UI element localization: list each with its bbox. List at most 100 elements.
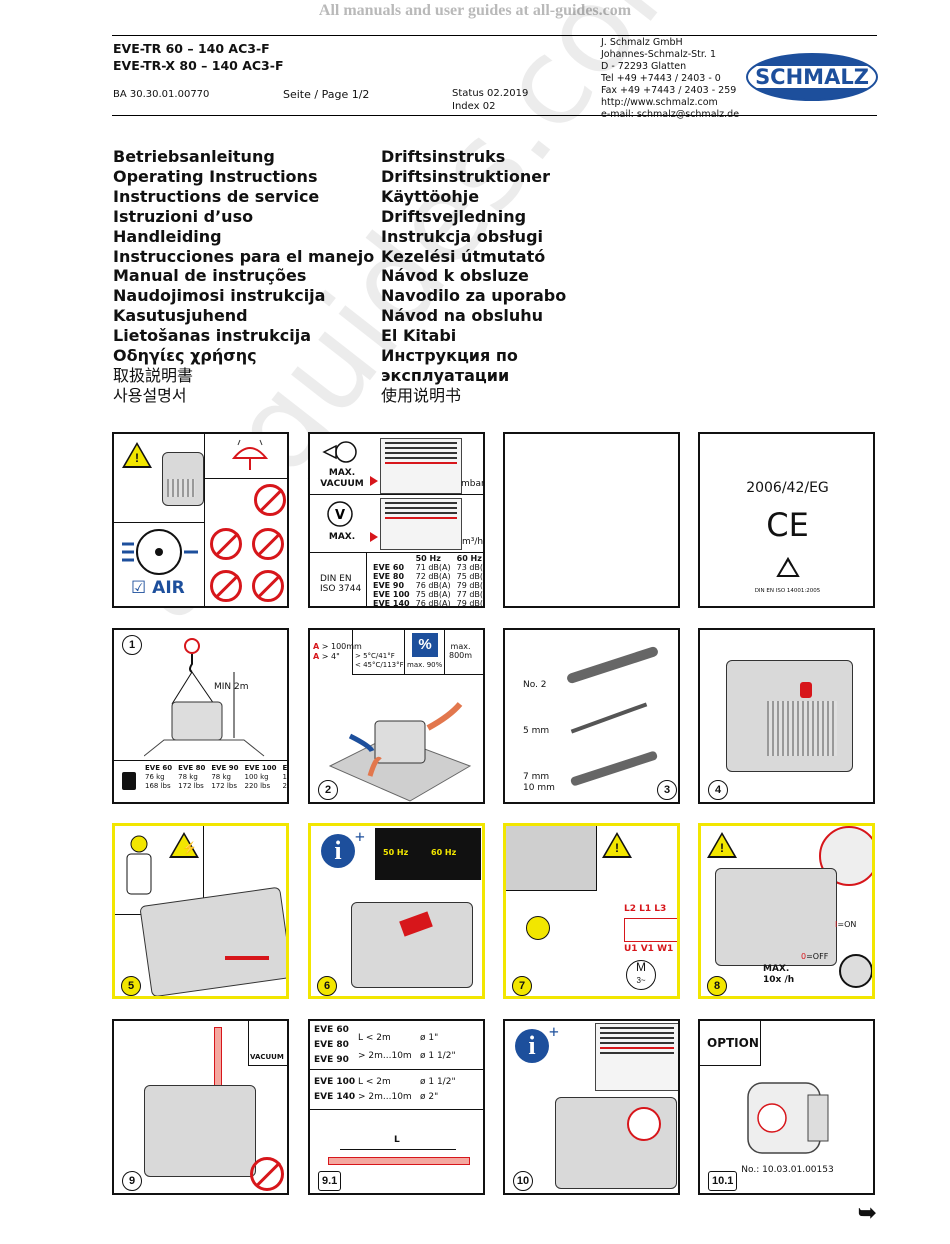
- table-cell: 76 dB(A): [415, 581, 451, 590]
- language-title: Manual de instruções: [113, 266, 307, 286]
- step-number: 1: [122, 635, 142, 655]
- pump-illustration: [162, 452, 204, 506]
- table-cell: 78 kg: [178, 773, 198, 781]
- next-page-arrow-icon[interactable]: ➥: [858, 1200, 877, 1225]
- table-header: 50 Hz: [415, 554, 441, 563]
- table-cell: EVE 60: [373, 563, 405, 572]
- installation-illustration: [328, 702, 472, 802]
- vacuum-cell: VACUUM: [248, 1021, 287, 1066]
- min-distance: MIN 2m: [214, 682, 249, 692]
- table-header: [370, 554, 413, 563]
- language-title: Käyttöohje: [381, 186, 480, 206]
- motor-phase: 3~: [636, 976, 646, 985]
- divider: [366, 552, 367, 606]
- terminal-labels-bottom: U1 V1 W1: [624, 944, 673, 954]
- pipe-diameter: ø 2": [420, 1092, 439, 1102]
- panel-9: VACUUM 9: [112, 1019, 289, 1195]
- panel-empty: [503, 432, 680, 608]
- language-title: Návod na obsluhu: [381, 306, 544, 326]
- no-toxic-icon: [210, 570, 242, 602]
- humidity-cell: % max. 90%: [404, 630, 445, 675]
- motor-nameplate: 50 Hz 60 Hz: [375, 828, 481, 880]
- language-title: 使用说明书: [381, 385, 462, 405]
- lifting-illustration: [144, 638, 265, 757]
- address-line[interactable]: http://www.schmalz.com: [601, 97, 718, 108]
- table-cell: 76 kg: [145, 773, 165, 781]
- arrow-icon: [225, 956, 269, 960]
- step-number: 5: [121, 976, 141, 996]
- on-label: I=ON: [835, 920, 857, 929]
- address-line: Johannes-Schmalz-Str. 1: [601, 49, 716, 60]
- terminal-label: V1: [640, 944, 654, 954]
- temp-high: < 45°C/113°F: [355, 661, 404, 669]
- panel-6: i+ 50 Hz 60 Hz 6: [308, 823, 485, 999]
- recycle-icon: [776, 556, 800, 577]
- pointer-arrow-icon: [370, 532, 378, 542]
- title-line-2: EVE-TR-X 80 – 140 AC3-F: [113, 58, 284, 73]
- step-number: 9.1: [318, 1171, 342, 1191]
- address-line[interactable]: e-mail: schmalz@schmalz.de: [601, 109, 739, 121]
- table-header: EVE 60: [145, 764, 173, 772]
- terminal-block: [624, 918, 677, 942]
- doc-number: BA 30.30.01.00770: [113, 89, 210, 100]
- model-label: EVE 90: [314, 1055, 349, 1065]
- schmalz-logo: SCHMALZ: [746, 53, 878, 101]
- terminal-label: L2: [624, 904, 636, 914]
- address-line: J. Schmalz GmbH: [601, 37, 683, 48]
- nameplate: [595, 1023, 678, 1091]
- directive-text: 2006/42/EG: [746, 480, 829, 496]
- panel-4: 4: [698, 628, 875, 804]
- hz50-label: 50 Hz: [383, 848, 409, 857]
- table-header: EVE 90: [211, 764, 239, 772]
- motor-illustration: [139, 886, 286, 996]
- language-title: Οδηγίες χρήσης: [113, 346, 257, 366]
- panel-ce: 2006/42/EG CE DIN EN ISO 14001:2005: [698, 432, 875, 608]
- divider: [310, 494, 483, 495]
- flow-icon: V: [327, 501, 353, 527]
- table-cell: 79 dB(A): [456, 581, 484, 590]
- ground-icon: [526, 916, 550, 940]
- divider: [310, 552, 483, 553]
- length-range: L < 2m: [358, 1077, 391, 1087]
- warning-icon: !: [122, 442, 152, 468]
- table-cell: 247 lbs: [282, 782, 288, 790]
- option-label: OPTION: [707, 1036, 759, 1050]
- umbrella-cell: [204, 434, 287, 479]
- on-text: =ON: [837, 920, 857, 929]
- vacuum-label: VACUUM: [250, 1053, 284, 1061]
- clearance-letter: A: [313, 642, 320, 651]
- info-icon: i+: [515, 1023, 559, 1063]
- terminal-box: [506, 826, 597, 891]
- info-icon: i+: [321, 828, 365, 868]
- language-title: Betriebsanleitung: [113, 147, 275, 166]
- no-hose-icon: [254, 484, 286, 516]
- motor-illustration: [715, 868, 837, 966]
- language-title: Instrukcja obsługi: [381, 226, 544, 246]
- electrician-icon: [126, 835, 152, 895]
- max-flow-label: MAX.: [328, 532, 356, 542]
- step-number: 10.1: [708, 1171, 738, 1191]
- pipe-diameter: ø 1 1/2": [420, 1077, 456, 1087]
- languages-right: Driftsinstruks Driftsinstruktioner Käytt…: [381, 147, 566, 406]
- language-title: Návod k obsluze: [381, 266, 529, 286]
- language-title: Driftsinstruks: [381, 147, 506, 166]
- max-starts: MAX. 10x /h: [763, 964, 795, 985]
- table-cell: 71 dB(A): [415, 563, 451, 572]
- length-range: L < 2m: [358, 1033, 391, 1043]
- ce-mark: CE: [766, 506, 809, 544]
- address-line: Tel +49 +7443 / 2403 - 0: [601, 73, 721, 84]
- table-header: EVE 140: [282, 764, 288, 772]
- title-line-1: EVE-TR 60 – 140 AC3-F: [113, 41, 270, 56]
- pointer-arrow-icon: [370, 476, 378, 486]
- table-cell: EVE 90: [373, 581, 405, 590]
- table-cell: EVE 80: [373, 572, 405, 581]
- no-explosive-icon: [252, 528, 284, 560]
- vacuum-gauge-icon: [322, 441, 357, 463]
